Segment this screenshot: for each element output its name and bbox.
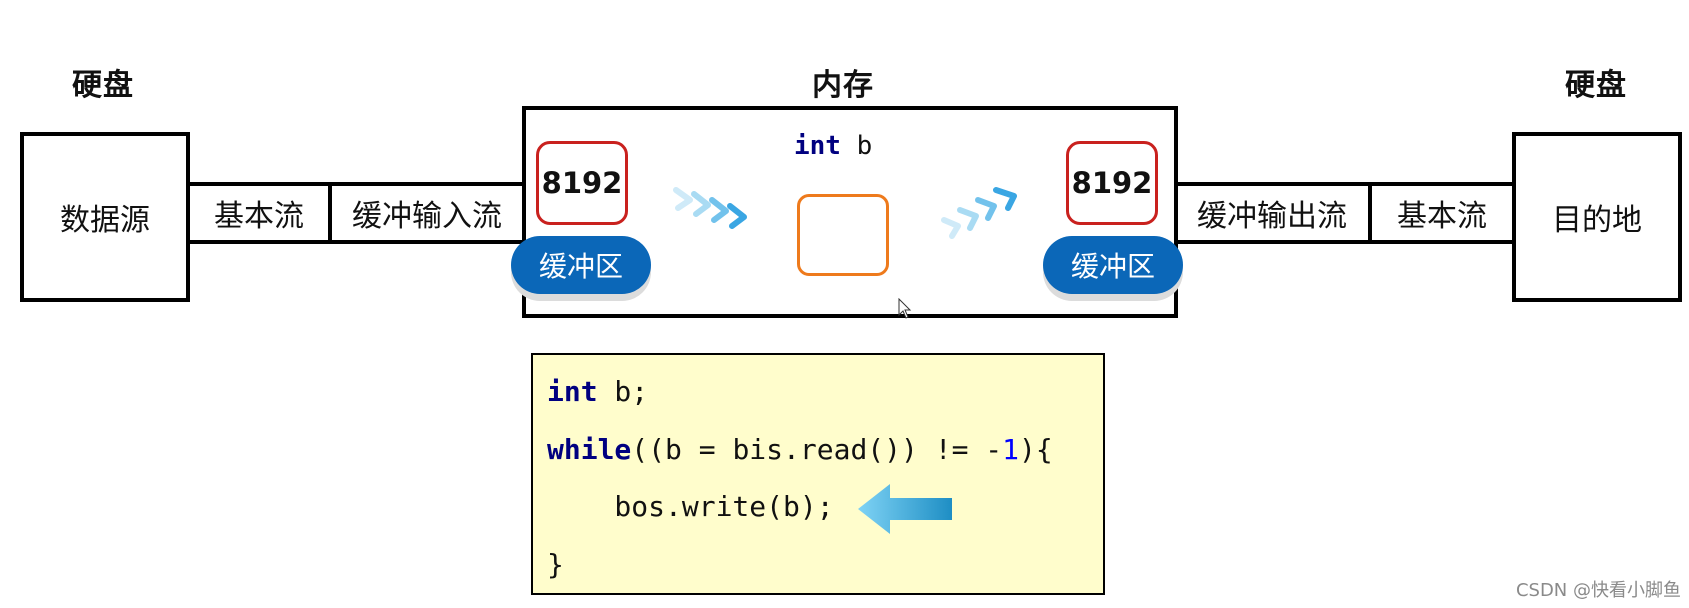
- code-text: b;: [597, 375, 649, 408]
- code-text: ((b = bis.read()) != -: [631, 433, 1003, 466]
- code-number: 1: [1002, 433, 1020, 466]
- code-keyword-int: int: [547, 375, 598, 408]
- variable-box: [797, 194, 889, 276]
- right-buffer-label: 缓冲区: [1043, 236, 1183, 294]
- watermark: CSDN @快看小脚鱼: [1515, 580, 1681, 601]
- disk-right-label: 硬盘: [1565, 68, 1627, 103]
- code-line-2: while((b = bis.read()) != -1){: [547, 433, 1053, 466]
- memory-label: 内存: [812, 68, 874, 103]
- chevrons-up-right-icon: [941, 187, 1017, 239]
- left-buffer-label: 缓冲区: [511, 236, 651, 294]
- code-line-3: bos.write(b);: [547, 490, 834, 523]
- left-buffer-size: 8192: [536, 141, 628, 225]
- basic-stream-right-box: 基本流: [1368, 182, 1516, 244]
- buffered-input-stream-box: 缓冲输入流: [328, 182, 526, 244]
- code-block: int b; while((b = bis.read()) != -1){ bo…: [531, 353, 1105, 595]
- data-source-box: 数据源: [20, 132, 190, 302]
- variable-label: int b: [794, 131, 872, 161]
- code-line-4: }: [547, 548, 564, 581]
- code-text: ){: [1019, 433, 1053, 466]
- code-keyword-while: while: [547, 433, 632, 466]
- destination-box: 目的地: [1512, 132, 1682, 302]
- mouse-cursor-icon: [898, 298, 912, 319]
- disk-left-label: 硬盘: [72, 68, 134, 103]
- code-line-1: int b;: [547, 375, 648, 408]
- right-buffer-size: 8192: [1066, 141, 1158, 225]
- variable-name: b: [856, 131, 873, 161]
- chevrons-right-icon: [673, 187, 747, 229]
- basic-stream-left-box: 基本流: [186, 182, 332, 244]
- buffered-output-stream-box: 缓冲输出流: [1172, 182, 1372, 244]
- pointer-arrow-left-icon: [858, 484, 952, 534]
- variable-type: int: [794, 131, 841, 161]
